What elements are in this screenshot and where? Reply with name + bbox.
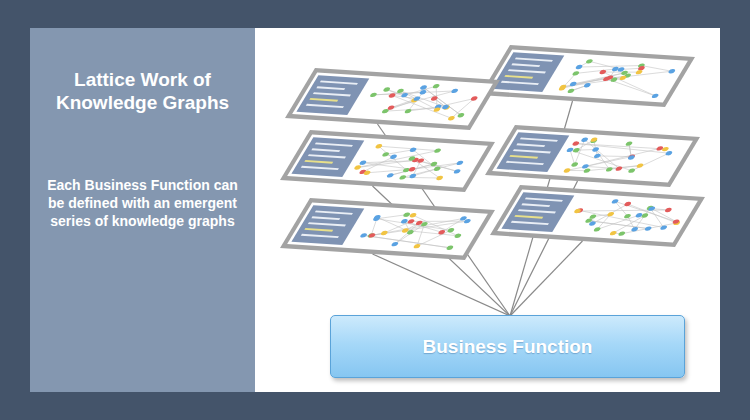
slide-ground [30,28,720,392]
graph-card [280,130,495,192]
link-line [510,241,583,316]
graph-card [490,185,705,247]
link-line [373,254,511,316]
graph-cards [280,45,705,260]
function-box: Business Function [330,315,685,378]
graph-card [280,198,495,260]
graph-card [480,45,695,107]
graph-card [285,68,500,130]
graph-card [485,125,700,187]
panel-note: Each Business Function can be defined wi… [38,176,247,230]
function-label: Business Function [423,335,593,358]
slide-title: Lattice Work of Knowledge Graphs [40,68,245,114]
